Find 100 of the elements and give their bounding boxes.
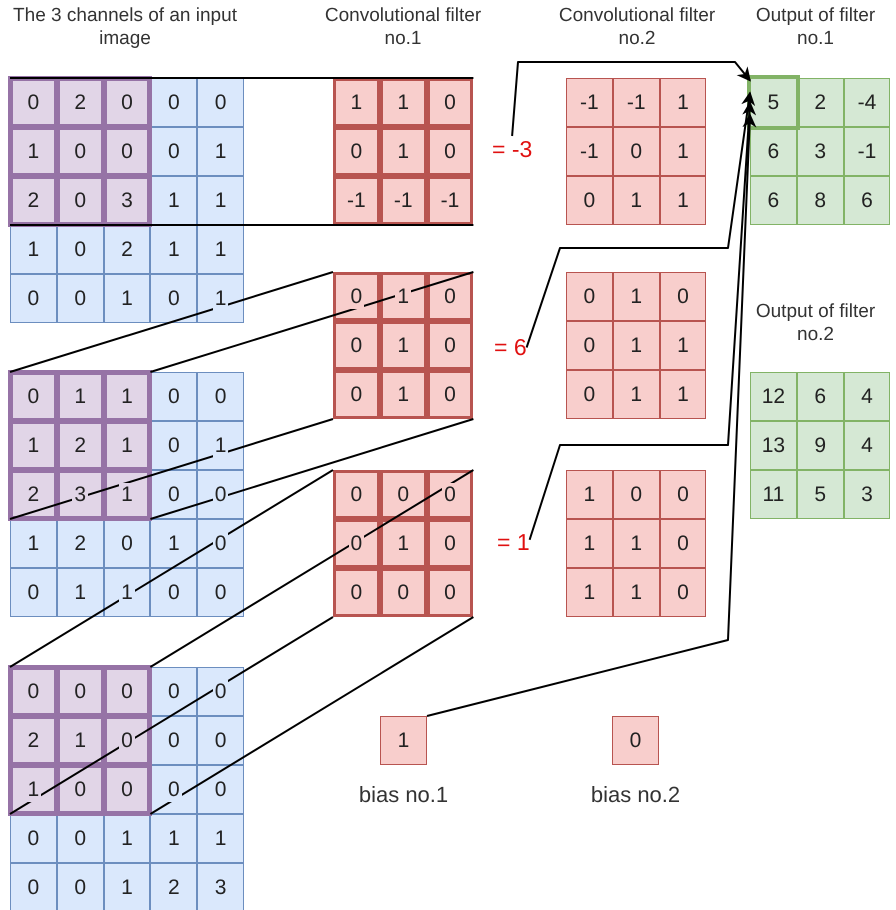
matrix-cell: 1 bbox=[150, 814, 198, 863]
matrix-cell: 1 bbox=[660, 176, 706, 225]
matrix-cell: 0 bbox=[150, 667, 198, 716]
matrix-cell: 0 bbox=[426, 470, 474, 519]
matrix-cell: 0 bbox=[10, 667, 57, 716]
matrix-cell: 0 bbox=[10, 372, 57, 421]
matrix-cell: 0 bbox=[104, 667, 150, 716]
matrix-cell: 0 bbox=[197, 667, 244, 716]
matrix-cell: 0 bbox=[197, 765, 244, 814]
matrix-cell: 5 bbox=[796, 470, 844, 519]
matrix-cell: 0 bbox=[426, 370, 474, 419]
matrix-cell: 0 bbox=[56, 765, 104, 814]
matrix-cell: 1 bbox=[10, 225, 57, 274]
matrix-cell: 0 bbox=[150, 421, 198, 470]
matrix-cell: 0 bbox=[660, 470, 706, 519]
matrix-cell: 0 bbox=[333, 519, 380, 568]
matrix-cell: 1 bbox=[612, 370, 660, 419]
matrix-cell: 0 bbox=[150, 716, 198, 765]
input-matrix bbox=[10, 372, 244, 617]
matrix-cell: 8 bbox=[796, 176, 844, 225]
matrix-cell: 1 bbox=[380, 78, 427, 127]
matrix-cell: 1 bbox=[660, 370, 706, 419]
matrix-cell: 1 bbox=[197, 274, 244, 323]
matrix-cell: 12 bbox=[750, 372, 797, 421]
matrix-cell: 1 bbox=[197, 814, 244, 863]
matrix-cell: 1 bbox=[197, 421, 244, 470]
matrix-cell: 2 bbox=[56, 78, 104, 127]
matrix-cell: 1 bbox=[104, 863, 150, 910]
matrix-cell: 0 bbox=[104, 78, 150, 127]
receptive-field bbox=[10, 372, 150, 519]
matrix-cell: 0 bbox=[10, 78, 57, 127]
matrix-cell: 0 bbox=[197, 568, 244, 617]
arrow bbox=[511, 61, 751, 136]
filter-matrix bbox=[566, 78, 706, 225]
matrix-cell: 0 bbox=[10, 568, 57, 617]
matrix-cell: 1 bbox=[660, 321, 706, 370]
matrix-cell: 1 bbox=[10, 519, 57, 568]
matrix-cell: -1 bbox=[566, 127, 613, 176]
matrix-cell: 9 bbox=[796, 421, 844, 470]
matrix-cell: -4 bbox=[844, 78, 890, 127]
column-heading: Output of filter no.1 bbox=[754, 4, 876, 50]
matrix-cell: 3 bbox=[197, 863, 244, 910]
matrix-cell: 0 bbox=[612, 470, 660, 519]
matrix-cell: 0 bbox=[566, 176, 613, 225]
matrix-cell: -1 bbox=[426, 176, 474, 225]
arrow bbox=[526, 91, 756, 348]
receptive-field bbox=[10, 78, 150, 225]
matrix-cell: 1 bbox=[380, 519, 427, 568]
column-heading: Convolutional filter no.2 bbox=[558, 4, 716, 50]
matrix-cell: 0 bbox=[660, 568, 706, 617]
matrix-cell: 1 bbox=[612, 272, 660, 321]
matrix-cell: 1 bbox=[566, 568, 613, 617]
matrix-cell: 1 bbox=[104, 814, 150, 863]
output-matrix bbox=[750, 372, 890, 519]
matrix-cell: 0 bbox=[426, 568, 474, 617]
matrix-cell: 0 bbox=[104, 716, 150, 765]
matrix-cell: 0 bbox=[10, 863, 57, 910]
matrix-cell: 0 bbox=[56, 863, 104, 910]
matrix-cell: 4 bbox=[844, 421, 890, 470]
matrix-cell: 1 bbox=[566, 470, 613, 519]
matrix-cell: 1 bbox=[333, 78, 380, 127]
matrix-cell: 1 bbox=[10, 765, 57, 814]
matrix-cell: 6 bbox=[844, 176, 890, 225]
input-matrix bbox=[10, 667, 244, 910]
matrix-cell: 11 bbox=[750, 470, 797, 519]
matrix-cell: 1 bbox=[104, 568, 150, 617]
matrix-cell: 0 bbox=[56, 176, 104, 225]
matrix-cell: 1 bbox=[566, 519, 613, 568]
matrix-cell: 2 bbox=[56, 421, 104, 470]
matrix-cell: 1 bbox=[380, 321, 427, 370]
matrix-cell: 0 bbox=[426, 519, 474, 568]
matrix-cell: 1 bbox=[380, 370, 427, 419]
matrix-cell: 0 bbox=[56, 127, 104, 176]
matrix-cell: 0 bbox=[150, 470, 198, 519]
matrix-cell: 0 bbox=[150, 274, 198, 323]
projection-line bbox=[10, 418, 334, 520]
matrix-cell: 0 bbox=[150, 765, 198, 814]
sum-result: = 1 bbox=[497, 529, 530, 556]
matrix-cell: 0 bbox=[150, 568, 198, 617]
matrix-cell: 3 bbox=[104, 176, 150, 225]
matrix-cell: 0 bbox=[333, 321, 380, 370]
matrix-cell: 1 bbox=[104, 470, 150, 519]
matrix-cell: 2 bbox=[10, 470, 57, 519]
projection-line bbox=[150, 418, 474, 520]
matrix-cell: 2 bbox=[10, 716, 57, 765]
matrix-cell: 1 bbox=[10, 127, 57, 176]
matrix-cell: 0 bbox=[104, 765, 150, 814]
matrix-cell: 0 bbox=[150, 372, 198, 421]
matrix-cell: 0 bbox=[333, 272, 380, 321]
matrix-cell: 0 bbox=[150, 127, 198, 176]
matrix-cell: 0 bbox=[150, 78, 198, 127]
matrix-cell: 1 bbox=[56, 372, 104, 421]
matrix-cell: 1 bbox=[150, 225, 198, 274]
projection-line bbox=[150, 271, 474, 373]
matrix-cell: -1 bbox=[612, 78, 660, 127]
matrix-cell: 0 bbox=[56, 225, 104, 274]
matrix-cell: 0 bbox=[333, 127, 380, 176]
bias-value: 1 bbox=[380, 716, 427, 765]
matrix-cell: 0 bbox=[56, 274, 104, 323]
matrix-cell: 4 bbox=[844, 372, 890, 421]
